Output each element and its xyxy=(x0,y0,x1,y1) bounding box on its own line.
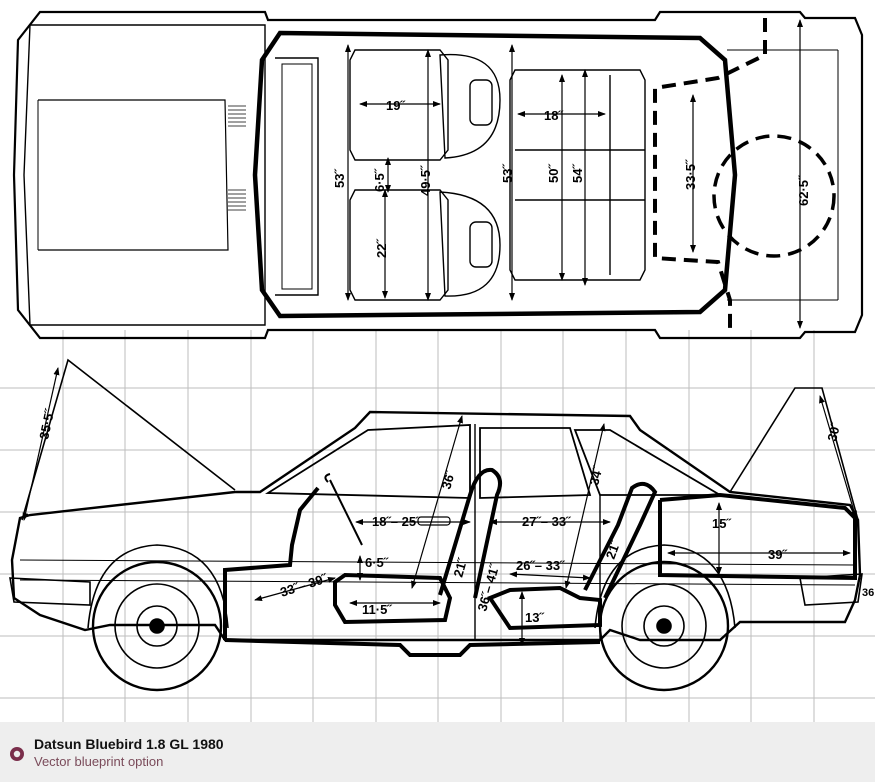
dim-label-35-5: 35·5˝ xyxy=(36,407,57,440)
side-view-body-profile xyxy=(10,410,862,642)
cabin-outline xyxy=(252,30,738,319)
dim-label-53b: 53˝ xyxy=(500,164,515,183)
dim-label-54: 54˝ xyxy=(570,164,585,183)
dim-label-11-5: 11·5˝ xyxy=(362,602,392,617)
dim-label-39: 39˝ xyxy=(768,547,787,562)
rear-wheel xyxy=(598,560,730,692)
blueprint-grid xyxy=(0,330,875,722)
dim-label-18-25: 18˝– 25˝ xyxy=(372,514,421,529)
rear-bumper xyxy=(799,573,863,606)
top-view-dimension-labels: 19˝ 18˝ 53˝ 6·5˝ 49·5˝ 22˝ 53˝ 50˝ 54˝ 3… xyxy=(332,98,811,258)
dim-label-18: 18˝ xyxy=(544,108,563,123)
dim-label-53a: 53˝ xyxy=(332,169,347,188)
side-view-dimension-lines xyxy=(22,367,857,646)
dim-label-33-39: 33˝– 39˝ xyxy=(278,570,329,599)
caption-subtitle: Vector blueprint option xyxy=(34,754,164,769)
dim-label-49-5: 49·5˝ xyxy=(418,165,433,196)
radio-bullet-icon xyxy=(10,747,24,761)
top-view-outer-body xyxy=(12,10,864,340)
dim-label-33-5: 33·5˝ xyxy=(683,159,698,190)
dim-label-62-5: 62·5˝ xyxy=(796,175,811,206)
dim-label-6-5: 6·5˝ xyxy=(372,168,387,192)
boot-dashed-outline xyxy=(653,18,836,330)
dim-label-19: 19˝ xyxy=(386,98,405,113)
rear-seat xyxy=(509,69,646,281)
front-wheel xyxy=(91,560,223,692)
dim-label-6-5-side: 6·5˝ xyxy=(365,555,389,570)
car-blueprint-drawing: 19˝ 18˝ 53˝ 6·5˝ 49·5˝ 22˝ 53˝ 50˝ 54˝ 3… xyxy=(0,10,875,722)
caption-title: Datsun Bluebird 1.8 GL 1980 xyxy=(34,736,224,752)
dim-label-36-edge: 36 xyxy=(862,587,874,599)
side-view xyxy=(9,358,863,692)
dim-label-22: 22˝ xyxy=(374,239,389,258)
dim-label-15: 15˝ xyxy=(712,516,731,531)
dim-label-50: 50˝ xyxy=(546,164,561,183)
firewall xyxy=(223,486,320,640)
front-bumper xyxy=(9,577,91,606)
dim-label-26-33: 26˝– 33˝ xyxy=(516,558,565,573)
door-handle xyxy=(417,516,451,526)
side-windows xyxy=(265,424,471,499)
top-view-dimension-lines xyxy=(345,19,803,329)
dim-label-30: 30˝ xyxy=(824,420,843,443)
hood-vents xyxy=(228,105,246,211)
dim-label-21a: 21˝ xyxy=(450,556,470,579)
front-seat-profile xyxy=(438,467,503,599)
caption-footer: Datsun Bluebird 1.8 GL 1980 Vector bluep… xyxy=(0,722,875,782)
dim-label-27-33: 27˝– 33˝ xyxy=(522,514,571,529)
top-view xyxy=(12,10,864,340)
dim-label-13: 13˝ xyxy=(525,610,544,625)
dim-label-21b: 21˝ xyxy=(603,538,624,561)
open-trunk xyxy=(729,387,859,521)
steering-wheel xyxy=(324,473,363,546)
rear-seat-profile xyxy=(583,481,658,599)
dim-label-36: 36˝ xyxy=(438,468,458,491)
hood xyxy=(38,99,229,251)
dim-label-34: 34˝ xyxy=(586,464,605,487)
